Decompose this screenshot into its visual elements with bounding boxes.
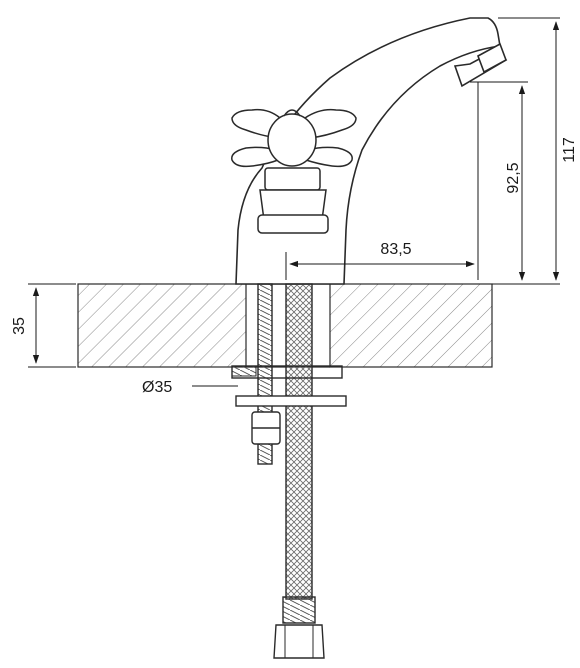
dimension-total-height: [492, 17, 560, 285]
flexible-hose: [273, 283, 325, 659]
countertop: [77, 283, 493, 368]
dimension-spout-height: [470, 81, 528, 281]
mounting-hole-label: Ø35: [142, 379, 172, 396]
spout-reach-label: 83,5: [380, 241, 411, 258]
countertop-thickness-label: 35: [11, 317, 28, 335]
dimension-countertop: [28, 283, 76, 368]
spout-height-label: 92,5: [505, 162, 522, 193]
dimension-spout-reach: [285, 82, 479, 280]
total-height-label: 117: [561, 137, 578, 163]
valve-bonnet: [257, 167, 329, 234]
mounting-hardware: [231, 365, 347, 445]
cross-handle: [231, 108, 357, 168]
